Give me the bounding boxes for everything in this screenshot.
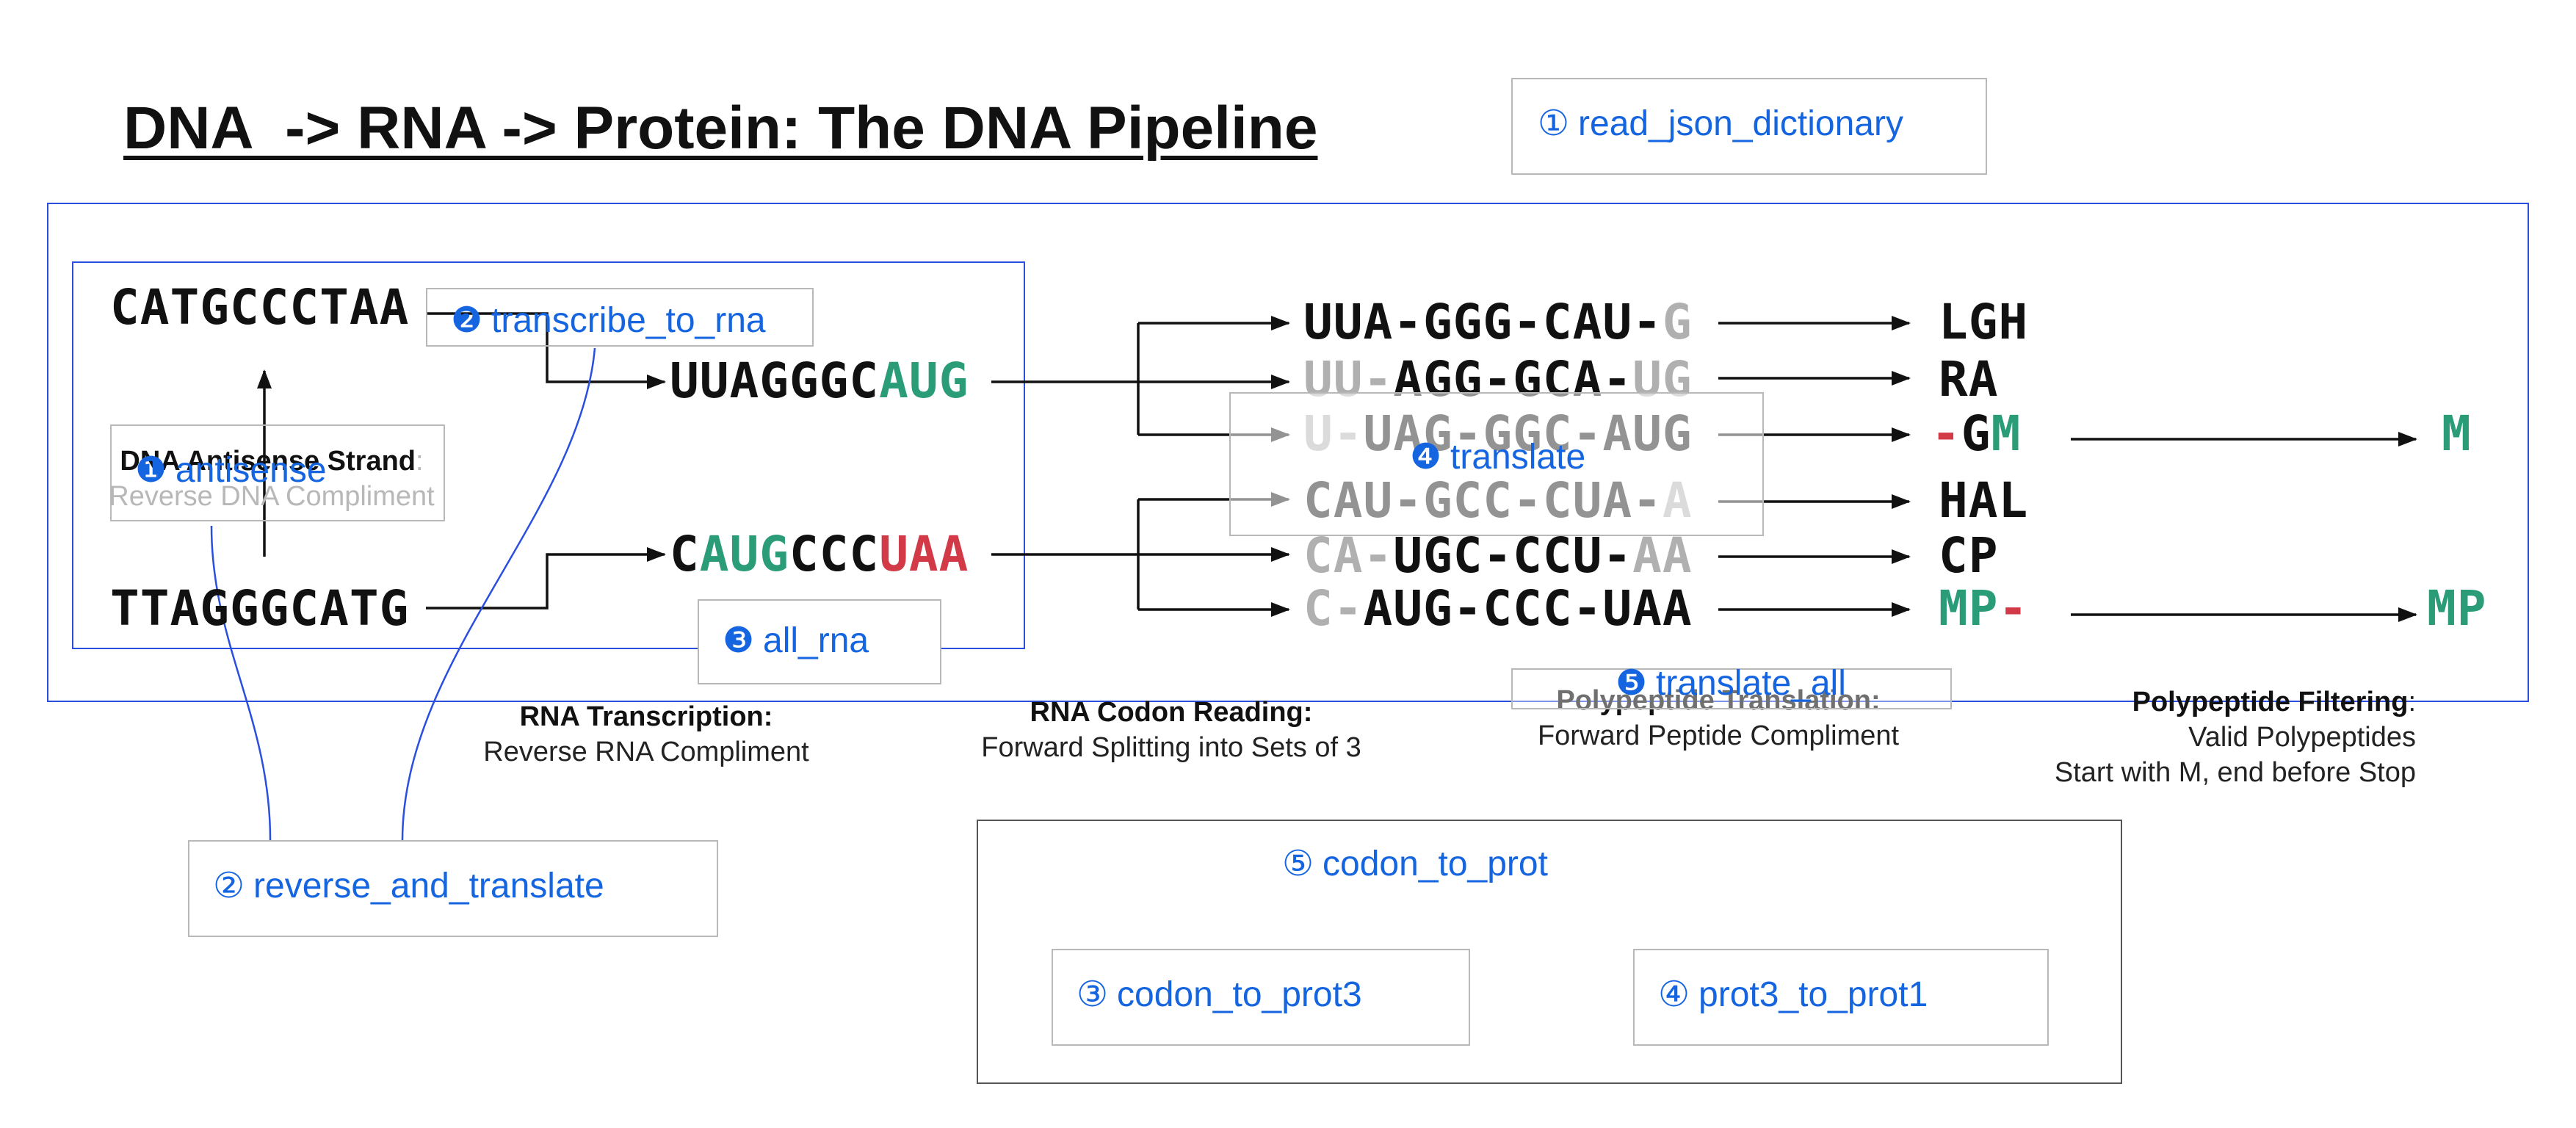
sequence-segment: AUG — [879, 352, 969, 409]
sequence-segment: HAL — [1939, 472, 2029, 529]
peptide-row-2: RA — [1939, 351, 1998, 408]
sequence-segment: MP — [1939, 580, 1999, 637]
sequence-segment: UAA — [879, 526, 969, 582]
caption-dna-antisense: DNA Antisense Strand: Reverse DNA Compli… — [109, 446, 435, 512]
sequence-segment: CP — [1939, 527, 1999, 584]
connector-antisense — [210, 525, 272, 845]
sequence-segment: CCC — [789, 526, 880, 582]
sequence-segment: C- — [1303, 580, 1364, 637]
peptide-row-5: CP — [1939, 527, 1998, 584]
translate-all-box[interactable] — [1511, 668, 1952, 709]
page-title: DNA -> RNA -> Protein: The DNA Pipeline — [123, 95, 1318, 162]
dna-rna-frame — [72, 261, 1025, 649]
arrow-dna-bottom-to-rna — [426, 547, 666, 610]
peptide-row-6: MP- — [1939, 580, 2028, 637]
sequence-segment: G — [1961, 405, 1991, 462]
sequence-segment: UUA-GGG-CAU- — [1303, 294, 1663, 350]
sequence-segment: M — [2442, 405, 2472, 462]
sequence-segment: UGC-CCU- — [1393, 527, 1633, 584]
connector-transcribe — [401, 347, 596, 845]
caption-poly-translation: Polypeptide Translation: Forward Peptide… — [1537, 685, 1900, 751]
peptide-row-1: LGH — [1939, 294, 2028, 350]
sequence-segment: AUG — [699, 526, 789, 582]
sequence-segment: - — [1998, 580, 2029, 637]
sequence-segment: C — [670, 526, 700, 582]
dna-bottom-strand: TTAGGGCATG — [110, 580, 410, 637]
read-json-dictionary-box[interactable] — [1511, 78, 1987, 175]
codon-row-6: C-AUG-CCC-UAA — [1303, 580, 1693, 637]
reverse-and-translate-box[interactable] — [188, 840, 718, 937]
codon-row-5: CA-UGC-CCU-AA — [1303, 527, 1693, 584]
sequence-segment: AA — [1632, 527, 1693, 584]
rna-top: UUAGGGCAUG — [670, 352, 969, 409]
sequence-segment: RA — [1939, 351, 1999, 408]
caption-poly-filtering: Polypeptide Filtering: Valid Polypeptide… — [2054, 687, 2416, 788]
sequence-segment: AUG-CCC-UAA — [1363, 580, 1693, 637]
all-rna-box[interactable] — [698, 599, 941, 684]
pipeline-outer-frame — [47, 203, 2529, 702]
filtered-peptide-1: M — [2442, 405, 2472, 462]
sequence-segment: UUAGGGC — [670, 352, 880, 409]
caption-rna-transcription: RNA Transcription: Reverse RNA Complimen… — [483, 701, 809, 767]
antisense-box[interactable] — [110, 424, 445, 521]
sequence-segment: CA- — [1303, 527, 1394, 584]
sequence-segment: MP — [2427, 580, 2487, 637]
peptide-row-3: -GM — [1931, 405, 2021, 462]
prot3-to-prot1-box[interactable] — [1633, 949, 2049, 1046]
filtered-peptide-2: MP — [2427, 580, 2486, 637]
codon-to-prot3-box[interactable] — [1052, 949, 1470, 1046]
arrow-dna-top-to-rna — [426, 312, 666, 389]
caption-codon-reading: RNA Codon Reading: Forward Splitting int… — [981, 697, 1361, 763]
transcribe-to-rna-box[interactable] — [426, 288, 814, 347]
peptide-row-4: HAL — [1939, 472, 2028, 529]
dna-top-strand: CATGCCCTAA — [110, 279, 410, 336]
sequence-segment: LGH — [1939, 294, 2029, 350]
sequence-segment: - — [1931, 405, 1961, 462]
codon-to-prot-frame — [977, 820, 2122, 1084]
sequence-segment: M — [1991, 405, 2022, 462]
sequence-segment: G — [1662, 294, 1693, 350]
codon-row-1: UUA-GGG-CAU-G — [1303, 294, 1693, 350]
translate-box[interactable] — [1229, 392, 1764, 536]
rna-bottom: CAUGCCCUAA — [670, 526, 969, 582]
